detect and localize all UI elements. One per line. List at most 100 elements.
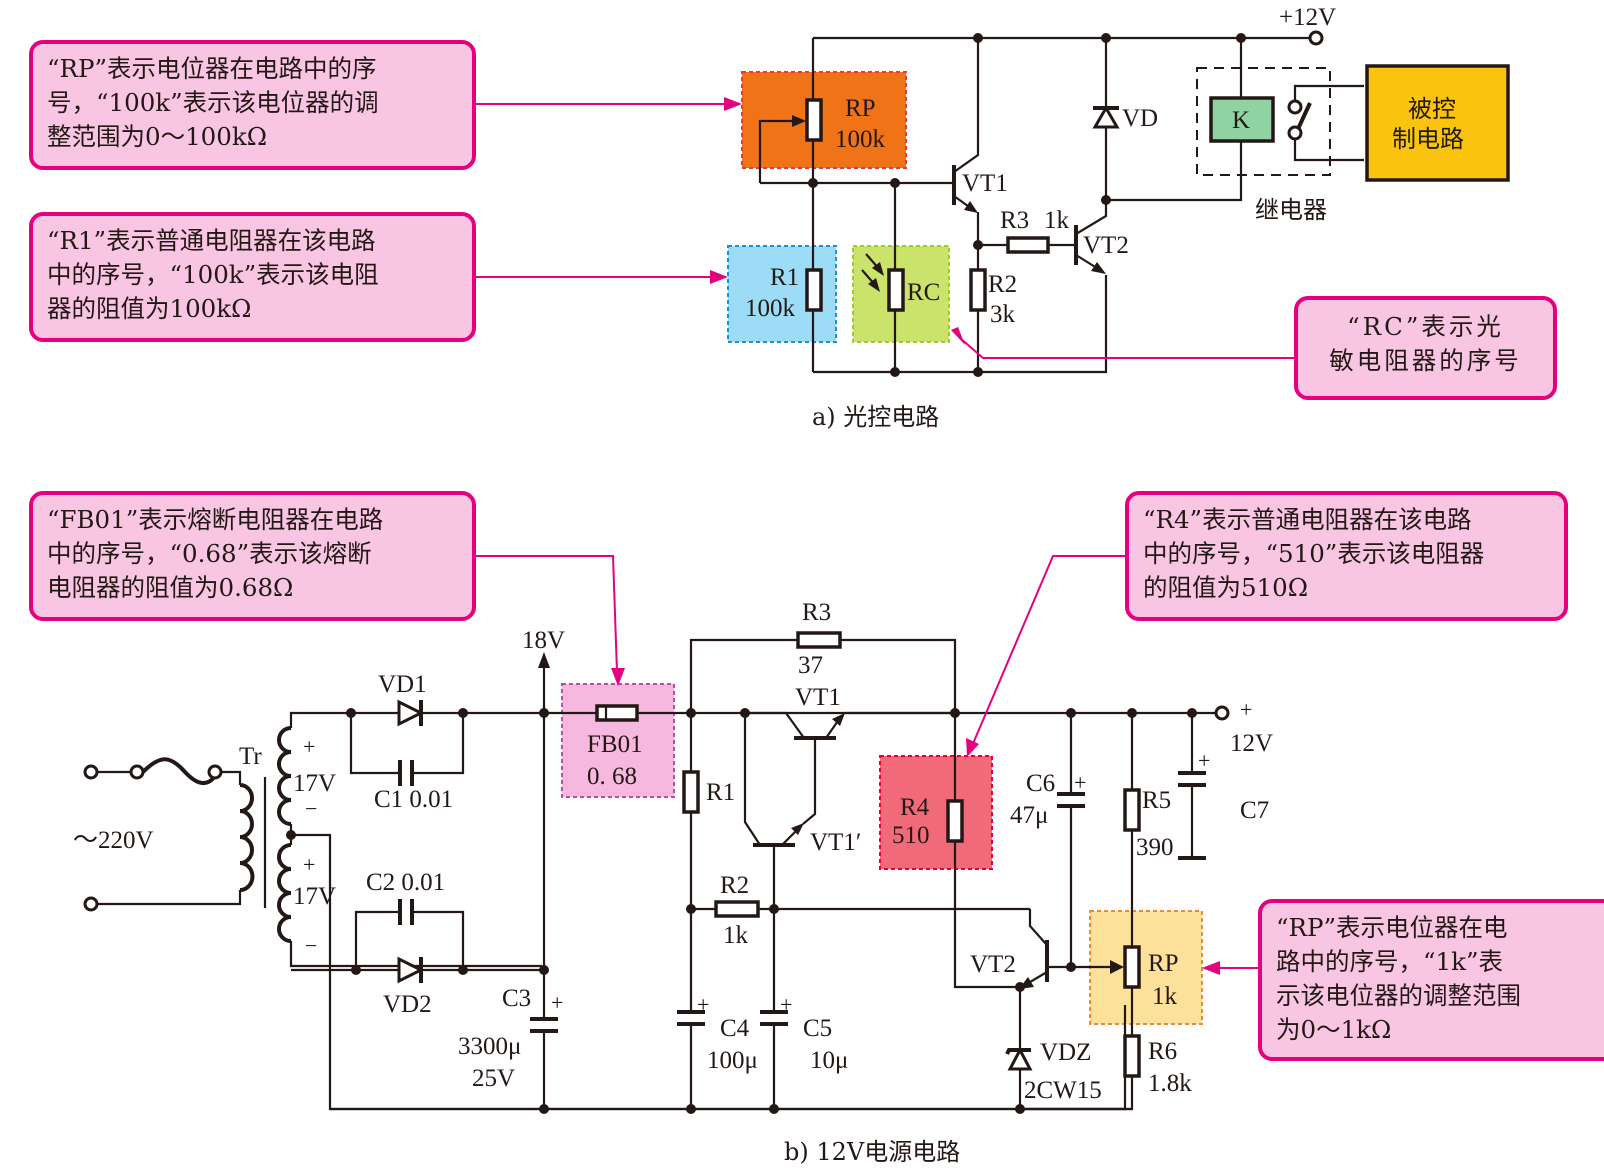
callout-r4-b-line2: 中的序号，“510”表示该电阻器 — [1143, 539, 1485, 568]
callout-r4-b-line1: “R4”表示普通电阻器在该电路 — [1143, 505, 1472, 534]
vt1-transistor-b — [745, 711, 955, 825]
r2-value-label: 3k — [990, 301, 1016, 328]
relay-switch-contact — [1287, 84, 1364, 162]
output-12v-terminal — [1214, 705, 1230, 721]
callout-rp-b-line4: 为0～1kΩ — [1276, 1015, 1392, 1044]
callout-r4-b-line3: 的阻值为510Ω — [1143, 573, 1309, 602]
vt1-transistor — [952, 38, 980, 372]
callout-rp-a-line2: 号，“100k”表示该电位器的调 — [47, 88, 379, 117]
callout-fb01-b-line3: 电阻器的阻值为0.68Ω — [47, 573, 294, 602]
r2-b-value-label: 1k — [723, 922, 749, 949]
callout-rp-b-line1: “RP”表示电位器在电 — [1276, 913, 1508, 942]
output-12v-label: 12V — [1230, 730, 1273, 757]
r2-b-name-label: R2 — [720, 872, 749, 899]
transformer-secondary-coil-upper — [277, 726, 292, 826]
callout-rp-b-line2: 路中的序号，“1k”表 — [1276, 947, 1503, 976]
r6-value-label: 1.8k — [1148, 1070, 1192, 1097]
callout-rc-a: “RC”表示光 敏电阻器的序号 — [1294, 296, 1557, 400]
vdz-zener-diode — [1005, 1046, 1033, 1071]
r3-value-label: 1k — [1044, 207, 1070, 234]
plus12v-terminal — [1308, 30, 1324, 46]
rail-18v-arrow — [538, 652, 550, 668]
ac-input-terminal-bottom — [83, 896, 99, 912]
r5-name-label: R5 — [1142, 787, 1171, 814]
r3-b-name-label: R3 — [802, 599, 831, 626]
c3-plus: + — [551, 990, 563, 1015]
fb01-value-label: 0. 68 — [587, 763, 637, 790]
winding-upper-voltage: 17V — [293, 770, 336, 797]
r3-name-label: R3 — [1000, 207, 1029, 234]
rp-wiper-arrow — [792, 115, 806, 127]
r4-b-value-label: 510 — [892, 822, 930, 849]
vd1-diode — [397, 699, 425, 727]
winding-lower-minus: − — [305, 933, 317, 958]
vdz-value-label: 2CW15 — [1024, 1077, 1102, 1104]
r6-resistor — [1123, 1034, 1141, 1078]
callout-rc-a-line2: 敏电阻器的序号 — [1329, 346, 1522, 375]
callout-fb01-b: “FB01”表示熔断电阻器在电路 中的序号，“0.68”表示该熔断 电阻器的阻值… — [29, 491, 476, 621]
callout-fb01-b-line2: 中的序号，“0.68”表示该熔断 — [47, 539, 372, 568]
relay-k-label: K — [1232, 107, 1250, 134]
r2-name-label: R2 — [988, 271, 1017, 298]
rp-potentiometer — [805, 98, 823, 142]
transformer-label: Tr — [239, 743, 262, 770]
vd2-label: VD2 — [383, 991, 432, 1018]
relay-caption: 继电器 — [1255, 196, 1327, 224]
vd-label: VD — [1122, 105, 1158, 132]
callout-pointers-a — [470, 97, 1294, 359]
winding-lower-voltage: 17V — [293, 883, 336, 910]
r2-resistor — [969, 268, 987, 312]
c7-plus: + — [1198, 748, 1210, 773]
vt1-label: VT1 — [962, 170, 1008, 197]
diagram-b-12v-power-supply — [83, 631, 1230, 1114]
c3-voltage-label: 25V — [472, 1065, 515, 1092]
vt2-b-label: VT2 — [970, 951, 1016, 978]
transformer-secondary-coil-lower — [277, 843, 292, 943]
vt2-label: VT2 — [1083, 232, 1129, 259]
c5-plus: + — [780, 992, 792, 1017]
diagram-a-light-control-circuit — [727, 30, 1510, 377]
r1-resistor-b — [682, 770, 700, 814]
light-arrows-icon — [861, 253, 884, 292]
vt1-prime-transistor — [743, 713, 804, 1010]
relay-coil-k — [1209, 96, 1275, 143]
fuse-icon — [141, 757, 217, 785]
r1-name-label: R1 — [770, 264, 799, 291]
callout-rp-b: “RP”表示电位器在电 路中的序号，“1k”表 示该电位器的调整范围 为0～1k… — [1258, 899, 1604, 1061]
vdz-name-label: VDZ — [1040, 1039, 1091, 1066]
winding-lower-plus: + — [303, 852, 315, 877]
c4-value-label: 100μ — [707, 1047, 758, 1074]
c4-plus: + — [697, 992, 709, 1017]
callout-r1-a-line2: 中的序号，“100k”表示该电阻 — [47, 260, 379, 289]
r3-resistor-b — [796, 631, 842, 649]
rc-photoresistor — [887, 268, 905, 312]
fb01-fusible-resistor — [595, 704, 639, 722]
relay-dashed-outline — [1196, 67, 1331, 176]
controlled-circuit-box — [1365, 64, 1510, 182]
callout-r4-b: “R4”表示普通电阻器在该电路 中的序号，“510”表示该电阻器 的阻值为510… — [1125, 491, 1568, 621]
rp-b-name-label: RP — [1148, 950, 1179, 977]
vt2-transistor-b — [1019, 909, 1049, 989]
rc-name-label: RC — [907, 279, 940, 306]
rail-18v-label: 18V — [522, 627, 565, 654]
load-label-line1: 被控 — [1408, 95, 1456, 123]
callout-rc-a-line1: “RC”表示光 — [1347, 312, 1504, 341]
vt2-transistor — [1074, 200, 1108, 274]
winding-upper-plus: + — [303, 734, 315, 759]
winding-upper-minus: − — [305, 796, 317, 821]
r5-value-label: 390 — [1136, 834, 1174, 861]
ac-input-terminal-top — [83, 764, 99, 780]
callout-fb01-b-line1: “FB01”表示熔断电阻器在电路 — [47, 505, 384, 534]
fb01-highlight-box — [561, 683, 675, 798]
callout-rp-a: “RP”表示电位器在电路中的序 号，“100k”表示该电位器的调 整范围为0～1… — [29, 40, 476, 170]
rp-b-potentiometer — [1123, 945, 1141, 989]
r3-b-value-label: 37 — [798, 652, 823, 679]
rp-name-label: RP — [845, 95, 876, 122]
callout-r1-a: “R1”表示普通电阻器在该电路 中的序号，“100k”表示该电阻 器的阻值为10… — [29, 212, 476, 342]
vd-diode — [1092, 105, 1120, 129]
callout-rp-a-line3: 整范围为0～100kΩ — [47, 122, 268, 151]
vt1-prime-label: VT1′ — [810, 829, 861, 856]
c1-label: C1 0.01 — [374, 786, 453, 813]
diagram-b-caption: b) 12V电源电路 — [784, 1138, 960, 1166]
diagram-a-caption: a) 光控电路 — [812, 403, 939, 431]
